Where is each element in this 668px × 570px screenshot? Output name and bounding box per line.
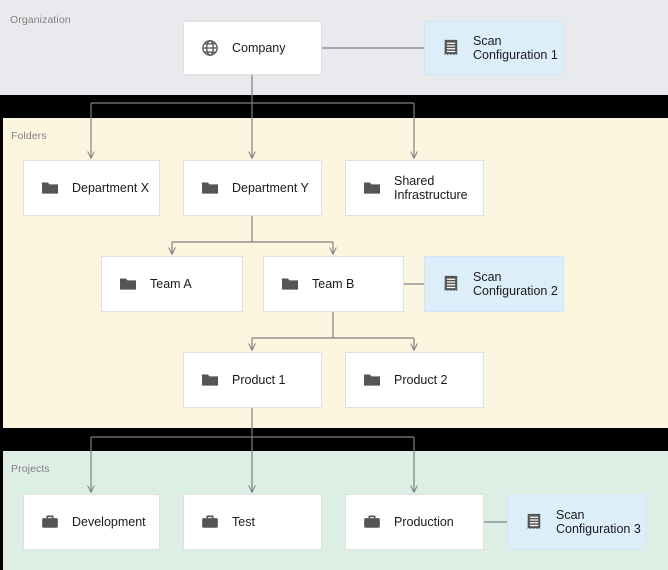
node-team-a[interactable]: Team A — [101, 256, 243, 312]
node-label: Test — [232, 514, 255, 529]
scan-config-icon — [527, 513, 541, 529]
folder-icon — [202, 374, 218, 386]
folder-icon — [42, 182, 58, 194]
globe-icon — [202, 40, 218, 56]
node-product-2[interactable]: Product 2 — [345, 352, 484, 408]
scan-config-icon — [444, 275, 458, 291]
briefcase-icon — [202, 515, 218, 528]
node-label: Development — [72, 514, 146, 529]
folder-icon — [282, 278, 298, 290]
node-development[interactable]: Development — [23, 494, 160, 550]
node-scan-configuration-2[interactable]: Scan Configuration 2 — [424, 256, 564, 312]
node-label: Shared Infrastructure — [394, 173, 468, 203]
node-production[interactable]: Production — [345, 494, 484, 550]
node-label: Team B — [312, 276, 355, 291]
node-shared-infrastructure[interactable]: Shared Infrastructure — [345, 160, 484, 216]
node-label: Production — [394, 514, 454, 529]
briefcase-icon — [364, 515, 380, 528]
node-department-y[interactable]: Department Y — [183, 160, 322, 216]
node-label: Product 1 — [232, 372, 286, 387]
node-label: Product 2 — [394, 372, 448, 387]
node-department-x[interactable]: Department X — [23, 160, 160, 216]
node-test[interactable]: Test — [183, 494, 322, 550]
section-label-folders: Folders — [11, 130, 47, 142]
node-label: Scan Configuration 1 — [473, 33, 558, 63]
folder-icon — [364, 182, 380, 194]
node-label: Department Y — [232, 180, 309, 195]
node-label: Department X — [72, 180, 150, 195]
node-product-1[interactable]: Product 1 — [183, 352, 322, 408]
node-company[interactable]: Company — [183, 21, 322, 75]
node-label: Scan Configuration 2 — [473, 269, 558, 299]
node-label: Team A — [150, 276, 192, 291]
node-scan-configuration-3[interactable]: Scan Configuration 3 — [507, 494, 646, 550]
folder-icon — [202, 182, 218, 194]
section-label-organization: Organization — [10, 14, 71, 26]
folder-icon — [364, 374, 380, 386]
node-label: Scan Configuration 3 — [556, 507, 641, 537]
briefcase-icon — [42, 515, 58, 528]
scan-config-icon — [444, 39, 458, 55]
node-team-b[interactable]: Team B — [263, 256, 404, 312]
node-label: Company — [232, 40, 286, 55]
section-label-projects: Projects — [11, 463, 50, 475]
folder-icon — [120, 278, 136, 290]
node-scan-configuration-1[interactable]: Scan Configuration 1 — [424, 21, 564, 75]
